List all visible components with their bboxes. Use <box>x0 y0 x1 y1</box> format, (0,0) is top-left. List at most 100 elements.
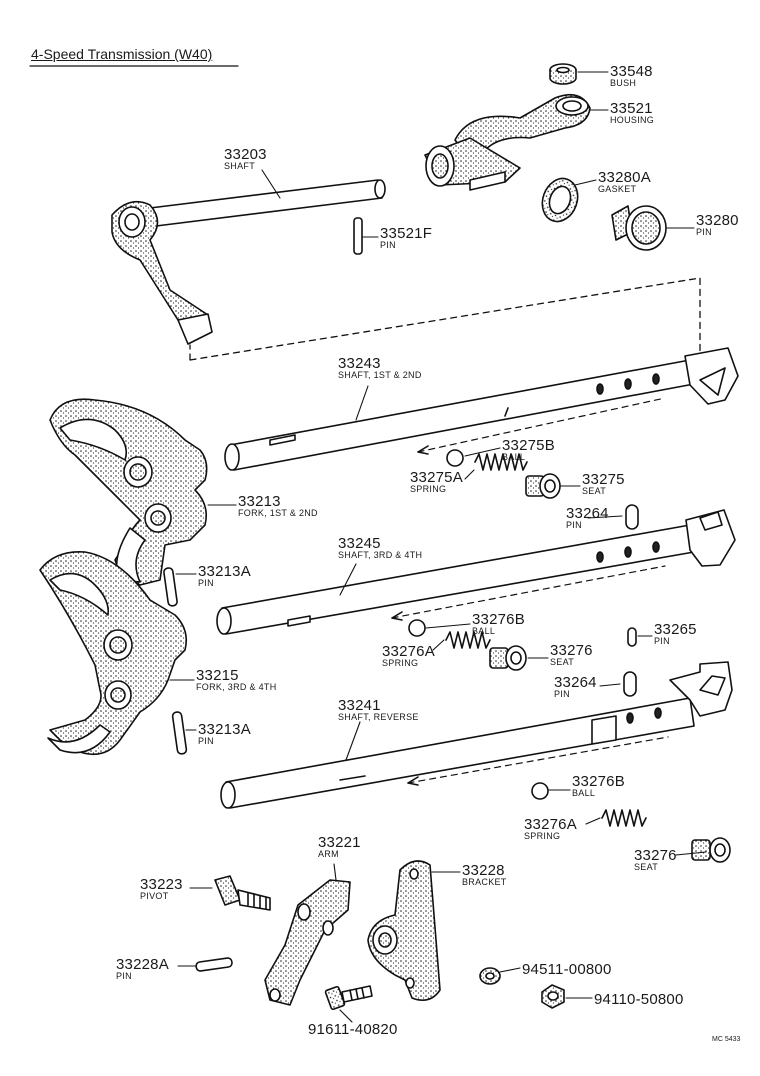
part-number: 33228A <box>116 956 169 973</box>
part-description: SHAFT, REVERSE <box>338 712 419 722</box>
part-description: BALL <box>572 788 596 798</box>
part-description: SPRING <box>382 658 419 668</box>
part-number: 33521F <box>380 225 433 242</box>
part-description: PIVOT <box>140 891 169 901</box>
label-washer: 94511-00800 <box>522 962 612 977</box>
part-number: 33275B <box>502 437 555 454</box>
part-description: SHAFT <box>224 161 256 171</box>
drawing-code: MC 5433 <box>712 1036 741 1043</box>
part-number: 33276B <box>472 611 525 628</box>
part-number: 33245 <box>338 535 381 552</box>
label-pin-33265: 33265 PIN <box>654 622 697 646</box>
part-number: 33276 <box>550 642 593 659</box>
label-seat-33275: 33275 SEAT <box>582 472 625 496</box>
label-fork-3rd-4th: 33215 FORK, 3RD & 4TH <box>196 668 277 692</box>
label-pin-33213a-lower: 33213A PIN <box>198 722 251 746</box>
part-number: 33213 <box>238 493 281 510</box>
part-number: 33276A <box>524 816 577 833</box>
part-description: PIN <box>554 689 570 699</box>
housing-part <box>424 93 591 191</box>
part-description: SPRING <box>410 484 447 494</box>
part-description: PIN <box>380 240 396 250</box>
part-description: ARM <box>318 849 339 859</box>
part-number: 33275A <box>410 469 463 486</box>
pin-33521f-part <box>353 217 363 255</box>
part-number: 33228 <box>462 862 505 879</box>
part-description: PIN <box>696 227 712 237</box>
part-number: 33280A <box>598 169 651 186</box>
part-description: SEAT <box>634 862 659 872</box>
label-plug: 33280 PIN <box>696 213 739 237</box>
part-number: 33548 <box>610 63 653 80</box>
label-nut: 94110-50800 <box>594 992 684 1007</box>
shaft-1st-2nd-part <box>224 347 739 471</box>
washer-part <box>479 967 501 985</box>
label-spring-33276a-upper: 33276A SPRING <box>382 644 435 668</box>
part-number: 94110-50800 <box>594 991 684 1008</box>
part-description: BRACKET <box>462 877 507 887</box>
label-seat-33276-lower: 33276 SEAT <box>634 848 677 872</box>
part-number: 33264 <box>554 674 597 691</box>
spring-33276a-lower-part <box>601 809 647 827</box>
part-number: 91611-40820 <box>308 1021 398 1038</box>
diagram-title: 4-Speed Transmission (W40) <box>31 46 213 62</box>
part-description: FORK, 3RD & 4TH <box>196 682 277 692</box>
label-pivot: 33223 PIVOT <box>140 877 183 901</box>
shaft-reverse-part <box>220 661 733 809</box>
part-description: FORK, 1ST & 2ND <box>238 508 318 518</box>
label-bush: 33548 BUSH <box>610 64 653 88</box>
pin-33264-upper-part <box>625 504 639 530</box>
label-shaft-reverse: 33241 SHAFT, REVERSE <box>338 698 419 722</box>
part-description: PIN <box>198 736 214 746</box>
part-number: 33213A <box>198 721 251 738</box>
label-shaft-3rd-4th: 33245 SHAFT, 3RD & 4TH <box>338 536 422 560</box>
pivot-part <box>214 875 271 911</box>
fork-1st-2nd-part <box>49 398 208 586</box>
pin-33228a-part <box>195 957 233 972</box>
ball-33275b-part <box>446 449 464 467</box>
label-gasket: 33280A GASKET <box>598 170 651 194</box>
pin-33213a-upper-part <box>163 567 178 607</box>
label-pin-33213a-upper: 33213A PIN <box>198 564 251 588</box>
shaft-3rd-4th-part <box>216 509 736 635</box>
label-bolt: 91611-40820 <box>308 1022 398 1037</box>
fork-3rd-4th-part <box>39 551 188 756</box>
part-number: 33221 <box>318 834 361 851</box>
part-number: 33521 <box>610 100 653 117</box>
bolt-part <box>324 985 373 1011</box>
label-seat-33276-upper: 33276 SEAT <box>550 643 593 667</box>
seat-33275-part <box>525 473 561 499</box>
seat-33276-lower-part <box>691 837 731 863</box>
pin-33213a-lower-part <box>171 711 188 755</box>
gasket-part <box>541 177 579 223</box>
label-pin-33264-upper: 33264 PIN <box>566 506 609 530</box>
label-fork-1st-2nd: 33213 FORK, 1ST & 2ND <box>238 494 318 518</box>
part-number: 33275 <box>582 471 625 488</box>
part-number: 33276 <box>634 847 677 864</box>
pin-33264-lower-part <box>623 671 637 697</box>
part-number: 33215 <box>196 667 239 684</box>
label-housing: 33521 HOUSING <box>610 101 654 125</box>
part-description: SEAT <box>550 657 575 667</box>
part-description: PIN <box>566 520 582 530</box>
part-number: 94511-00800 <box>522 961 612 978</box>
part-number: 33276A <box>382 643 435 660</box>
part-description: HOUSING <box>610 115 655 125</box>
arm-part <box>264 879 351 1006</box>
part-number: 33213A <box>198 563 251 580</box>
label-spring-33276a-lower: 33276A SPRING <box>524 817 577 841</box>
part-number: 33280 <box>696 212 739 229</box>
part-number: 33265 <box>654 621 697 638</box>
spring-33275a-part <box>474 453 528 471</box>
part-description: BUSH <box>610 78 637 88</box>
label-pin-33228a: 33228A PIN <box>116 957 169 981</box>
label-ball-33275b: 33275B BALL <box>502 438 555 462</box>
bush-part <box>549 63 577 85</box>
part-description: SPRING <box>524 831 561 841</box>
ball-33276b-upper-part <box>408 619 426 637</box>
label-bracket: 33228 BRACKET <box>462 863 507 887</box>
label-pin-33264-lower: 33264 PIN <box>554 675 597 699</box>
label-pin-33521f: 33521F PIN <box>380 226 432 250</box>
